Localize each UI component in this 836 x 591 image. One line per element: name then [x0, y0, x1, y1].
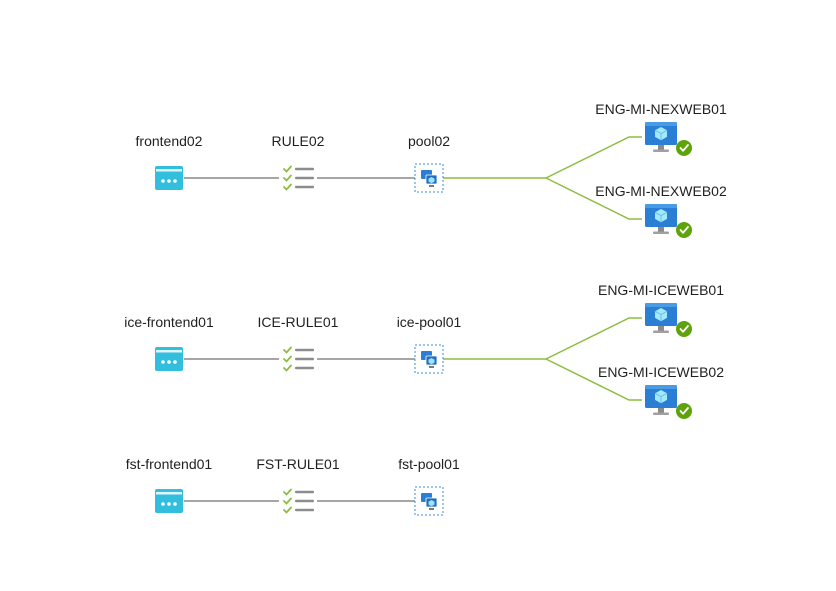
backend-vm-label: ENG-MI-NEXWEB01 — [595, 101, 727, 117]
backend-pool-icon[interactable] — [414, 344, 444, 374]
pool-label: ice-pool01 — [397, 314, 462, 330]
backend-link — [545, 317, 642, 360]
rule-icon[interactable] — [279, 345, 317, 372]
rule-label: FST-RULE01 — [256, 456, 339, 472]
virtual-machine-icon[interactable] — [645, 122, 677, 152]
backend-vm-label: ENG-MI-ICEWEB01 — [598, 282, 724, 298]
frontend-label: frontend02 — [136, 133, 203, 149]
healthy-status-icon — [676, 140, 692, 156]
pool-label: fst-pool01 — [398, 456, 460, 472]
frontend-label: ice-frontend01 — [124, 314, 214, 330]
backend-vm-label: ENG-MI-ICEWEB02 — [598, 364, 724, 380]
rule-icon[interactable] — [279, 164, 317, 191]
frontend-label: fst-frontend01 — [126, 456, 213, 472]
virtual-machine-icon[interactable] — [645, 204, 677, 234]
backend-link — [545, 136, 642, 179]
pool-label: pool02 — [408, 133, 450, 149]
rule-label: ICE-RULE01 — [258, 314, 339, 330]
rule-icon[interactable] — [279, 487, 317, 514]
frontend-ip-icon[interactable] — [155, 166, 183, 190]
healthy-status-icon — [676, 321, 692, 337]
backend-pool-icon[interactable] — [414, 163, 444, 193]
virtual-machine-icon[interactable] — [645, 303, 677, 333]
frontend-ip-icon[interactable] — [155, 347, 183, 371]
backend-link — [545, 358, 642, 401]
backend-vm-label: ENG-MI-NEXWEB02 — [595, 183, 727, 199]
frontend-ip-icon[interactable] — [155, 489, 183, 513]
healthy-status-icon — [676, 222, 692, 238]
backend-link — [545, 177, 642, 220]
healthy-status-icon — [676, 403, 692, 419]
backend-pool-icon[interactable] — [414, 486, 444, 516]
virtual-machine-icon[interactable] — [645, 385, 677, 415]
rule-label: RULE02 — [272, 133, 325, 149]
